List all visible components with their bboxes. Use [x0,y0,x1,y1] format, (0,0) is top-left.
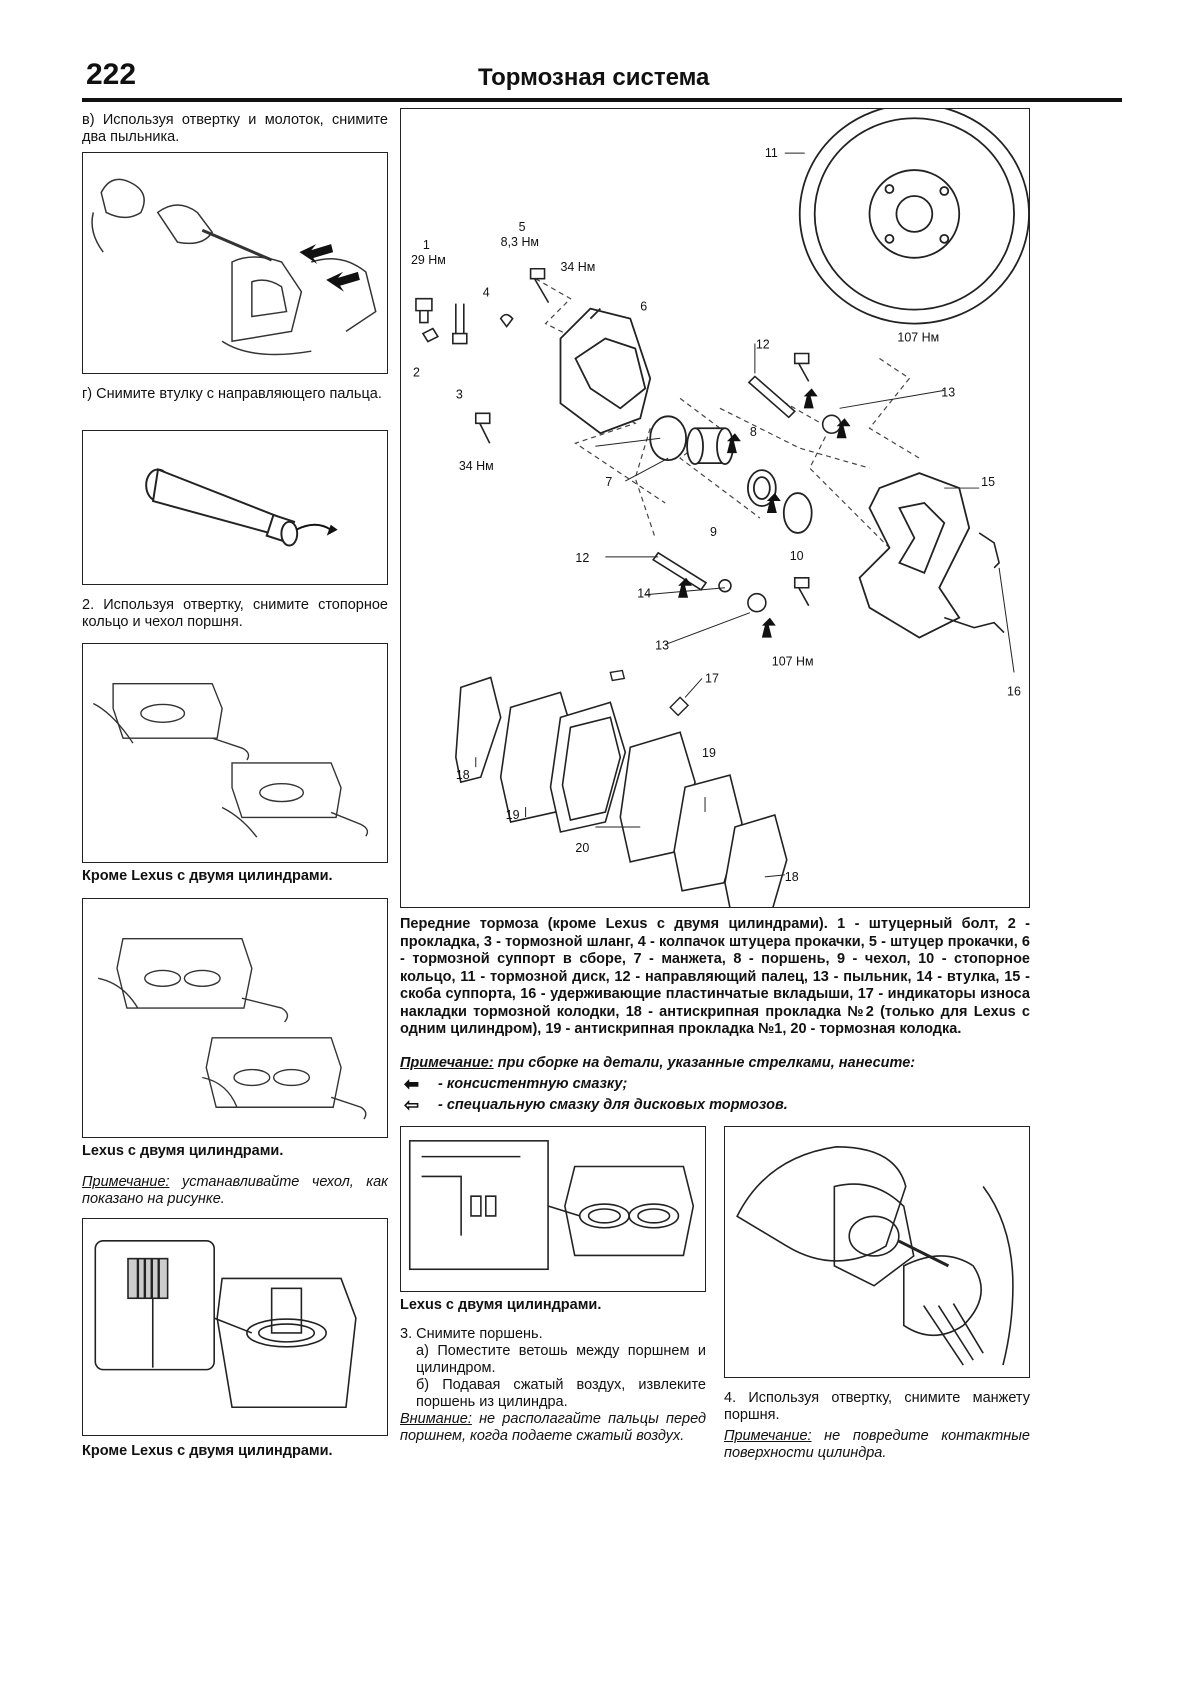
figure-snap-ring-single [82,643,388,863]
hollow-arrow-icon: ⇦ [404,1095,420,1115]
label-11: 11 [765,146,778,160]
front-brakes-exploded-diagram: 11 1 29 Нм 2 3 4 5 8,3 Нм 34 Нм 6 34 Нм … [411,109,1029,907]
warning-note: Внимание: не располагайте пальцы перед п… [400,1411,706,1445]
legend-disc-grease-text: - специальную смазку для дисковых тормоз… [438,1097,788,1113]
label-20: 20 [575,841,589,855]
label-13a: 13 [941,385,955,399]
label-16: 16 [1007,684,1021,698]
twin-piston-illustration [408,1140,695,1271]
caption-lexus-twin-1: Lexus с двумя цилиндрами. [82,1143,284,1159]
label-5-torque: 8,3 Нм [501,235,539,249]
legend-disc-grease: ⇦ - специальную смазку для дисковых торм… [404,1095,788,1115]
caliper-bracket [858,472,971,639]
anti-squeal-shim-2 [455,676,502,784]
label-4: 4 [483,286,490,300]
label-13b: 13 [655,639,669,653]
legend-grease-text: - консистентную смазку; [438,1076,628,1092]
step-g-text: г) Снимите втулку с направляющего пальца… [82,386,382,402]
diagram-caption: Передние тормоза (кроме Lexus с двумя ци… [400,916,1030,1037]
label-12b: 12 [575,551,589,565]
label-107nm-b: 107 Нм [772,654,814,668]
page-title: Тормозная система [478,64,710,91]
label-14: 14 [637,587,651,601]
label-17: 17 [705,671,719,685]
warning-text: не располагайте пальцы перед поршнем, ко… [400,1411,706,1444]
figure-dust-boots [82,152,388,374]
filled-arrow-icon: ⬅ [404,1074,420,1094]
label-3: 3 [456,387,463,401]
dust-boot-removal-illustration [91,178,377,356]
arrow-icon [326,524,338,536]
figure-snap-ring-twin [82,898,388,1138]
arrow-icon [726,433,741,454]
warning-label: Внимание: [400,1411,472,1427]
caption-except-lexus-2: Кроме Lexus с двумя цилиндрами. [82,1443,333,1459]
right-note: Примечание: не повредите контактные пове… [724,1428,1030,1462]
label-15: 15 [981,475,995,489]
caption-lexus-twin-2: Lexus с двумя цилиндрами. [400,1297,602,1313]
caliper-assembly [559,307,652,435]
diagram-note-text: при сборке на детали, указанные стрелкам… [493,1055,916,1071]
figure-piston-seal [724,1126,1030,1378]
label-34nm: 34 Нм [459,459,494,473]
label-12a: 12 [756,338,770,352]
legend-grease: ⬅ - консистентную смазку; [404,1074,628,1094]
arrow-icon [761,617,776,638]
snap-ring-removal-illustration [92,682,369,838]
label-9: 9 [710,525,717,539]
label-7: 7 [605,475,612,489]
step-v-text: в) Используя отвертку и молоток, снимите… [82,112,388,145]
figure-guide-pin [82,430,388,585]
figure-twin-piston [400,1126,706,1292]
caption-except-lexus-1: Кроме Lexus с двумя цилиндрами. [82,868,333,884]
note-label: Примечание: [82,1174,170,1190]
twin-cylinder-illustration [98,937,367,1120]
label-19b: 19 [702,746,716,760]
step-2-text: 2. Используя отвертку, снимите стопорное… [82,597,388,630]
arrow-icon [299,244,334,264]
label-8: 8 [750,425,757,439]
label-10: 10 [790,549,804,563]
anti-squeal-shim-1b [673,774,743,892]
right-note-text: не повредите контактные поверхности цили… [724,1428,1030,1461]
arrow-icon [678,577,693,598]
step-3a-text: а) Поместите ветошь между поршнем и цили… [416,1343,706,1376]
step-3-text: 3. Снимите поршень. [400,1326,543,1342]
diagram-note: Примечание: при сборке на детали, указан… [400,1055,1030,1071]
right-note-label: Примечание: [724,1428,812,1444]
brake-disc [798,109,1029,325]
label-2: 2 [413,365,420,379]
label-18b: 18 [785,870,799,884]
note-text: устанавливайте чехол, как показано на ри… [82,1174,388,1207]
guide-pin-illustration [145,468,338,547]
label-18a: 18 [456,768,470,782]
arrow-icon [803,388,818,409]
label-1: 1 [423,238,430,252]
boot-install-illustration [94,1240,357,1409]
arrow-icon [836,418,851,439]
figure-front-brakes-exploded: 11 1 29 Нм 2 3 4 5 8,3 Нм 34 Нм 6 34 Нм … [400,108,1030,908]
label-1-torque: 29 Нм [411,253,446,267]
arrow-icon [766,493,781,513]
step-3b-text: б) Подавая сжатый воздух, извлеките порш… [416,1377,706,1410]
page-number: 222 [86,58,137,91]
label-5: 5 [519,220,526,234]
figure-boot-install [82,1218,388,1436]
label-5-torque-b: 34 Нм [560,260,595,274]
diagram-note-label: Примечание: [400,1055,494,1071]
anti-squeal-shim-2b [724,814,788,907]
header-rule [82,98,1122,102]
label-107nm-a: 107 Нм [897,331,939,345]
label-19a: 19 [506,808,520,822]
label-6: 6 [640,300,647,314]
arrow-icon [326,271,360,292]
step-4-text: 4. Используя отвертку, снимите манжету п… [724,1390,1030,1423]
note-boot: Примечание: устанавливайте чехол, как по… [82,1174,388,1208]
piston-seal-removal-illustration [736,1146,1014,1366]
